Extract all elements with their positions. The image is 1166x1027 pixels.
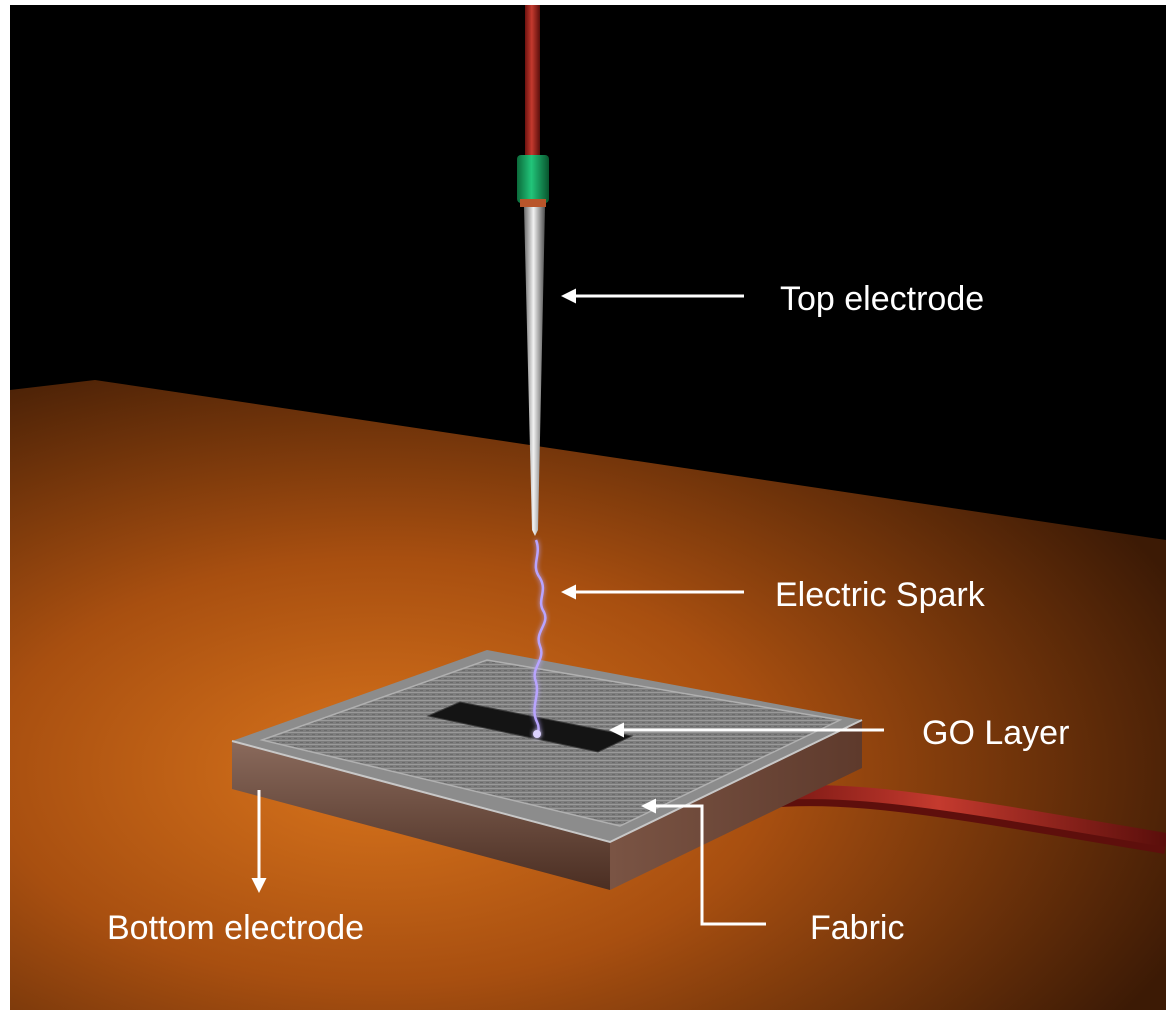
bottom-electrode-label: Bottom electrode — [107, 909, 365, 947]
fabric-layer — [259, 659, 843, 827]
go-layer — [426, 701, 634, 753]
fabric-arrow — [641, 798, 766, 926]
go-layer-label: GO Layer — [922, 714, 1070, 752]
bottom-wire — [751, 785, 1166, 847]
top-wire — [525, 5, 540, 157]
top-electrode-needle — [524, 207, 545, 536]
top-electrode-label: Top electrode — [780, 280, 985, 318]
electric-spark-label: Electric Spark — [775, 576, 985, 614]
top-connector — [517, 155, 549, 203]
electric-spark — [533, 539, 547, 737]
fabric-label: Fabric — [810, 909, 905, 947]
